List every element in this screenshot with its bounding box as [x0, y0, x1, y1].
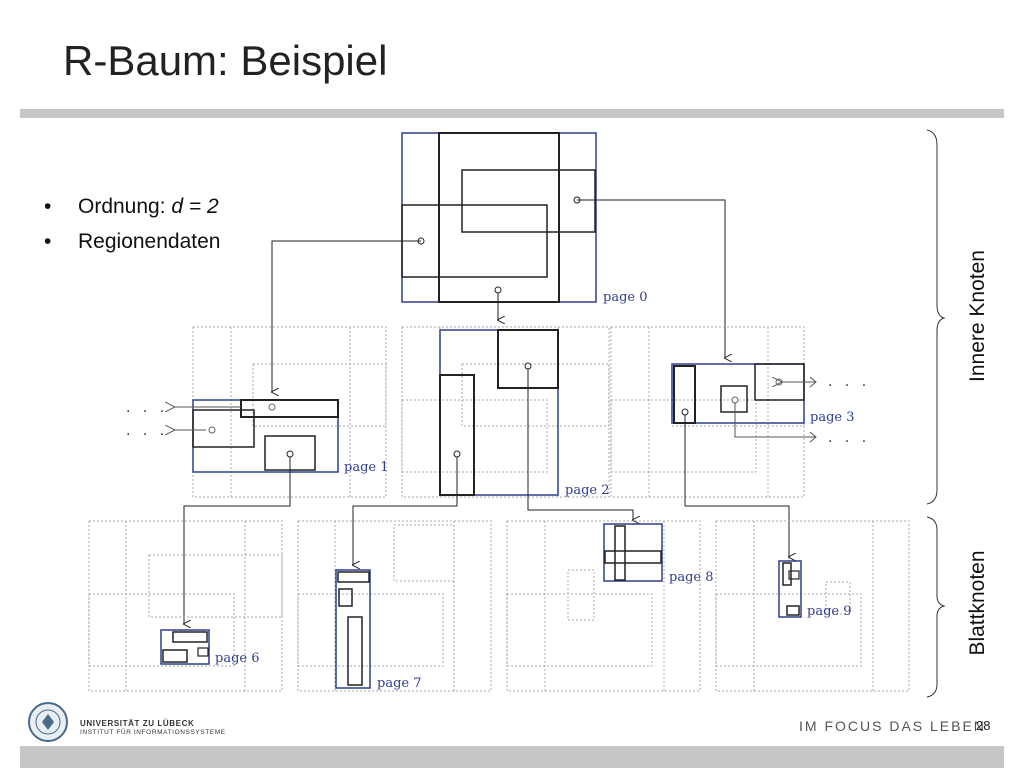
inner-pointers — [184, 369, 789, 624]
leaf-nodes-label: Blattknoten — [966, 550, 989, 656]
page-7-label: page 7 — [377, 676, 422, 691]
ellipsis-page3-b: . . . — [828, 430, 870, 446]
node-page-2: page 2 — [439, 329, 610, 498]
node-page-9: page 9 — [778, 560, 852, 619]
bullet-list: Ordnung: d = 2 Regionendaten — [44, 194, 220, 264]
bullet-region-data: Regionendaten — [44, 229, 220, 255]
root-pointers — [272, 199, 725, 392]
bullet-order-label: Ordnung: — [78, 195, 172, 218]
page-2-label: page 2 — [565, 483, 610, 498]
footer-bar — [20, 746, 1004, 768]
ellipsis-page1-a: . . . — [126, 400, 168, 416]
bullet-region-label: Regionendaten — [78, 230, 221, 253]
university-name: UNIVERSITÄT ZU LÜBECK — [80, 719, 195, 728]
page-0-label: page 0 — [603, 290, 648, 305]
footer-motto: IM FOCUS DAS LEBEN — [799, 718, 986, 734]
slide-title: R-Baum: Beispiel — [63, 37, 388, 84]
node-page-6: page 6 — [160, 629, 260, 666]
node-page-7: page 7 — [335, 569, 422, 691]
university-seal-logo — [28, 702, 68, 742]
node-page-3: . . . . . . page 3 — [671, 363, 870, 446]
bullet-order-value: d = 2 — [171, 195, 219, 218]
brace-leaf — [926, 516, 946, 698]
page-6-label: page 6 — [215, 651, 260, 666]
page-9-label: page 9 — [807, 604, 852, 619]
page-3-label: page 3 — [810, 410, 855, 425]
node-page-0: page 0 — [401, 132, 648, 305]
node-page-8: page 8 — [603, 523, 714, 585]
leaf-background — [88, 520, 910, 692]
ellipsis-page1-b: . . . — [126, 423, 168, 439]
title-divider — [20, 109, 1004, 118]
bullet-order: Ordnung: d = 2 — [44, 194, 220, 220]
ellipsis-page3-a: . . . — [828, 374, 870, 390]
page-1-label: page 1 — [344, 460, 389, 475]
inner-nodes-label: Innere Knoten — [966, 250, 989, 382]
node-page-1: page 1 . . . . . . — [126, 399, 389, 475]
page-8-label: page 8 — [669, 570, 714, 585]
brace-inner — [926, 129, 946, 505]
slide-number: 28 — [976, 718, 991, 733]
institute-name: INSTITUT FÜR INFORMATIONSSYSTEME — [80, 729, 226, 736]
